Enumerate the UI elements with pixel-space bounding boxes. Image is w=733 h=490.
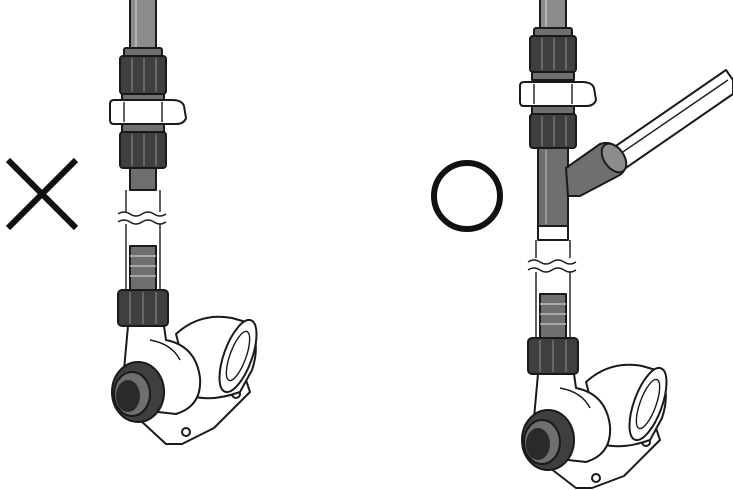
pump-icon	[521, 337, 668, 489]
incorrect-setup	[5, 0, 258, 445]
upper-pipe	[129, 0, 157, 57]
pump-icon	[111, 289, 258, 445]
circle-mark-icon	[431, 160, 503, 232]
cross-mark-icon	[5, 157, 79, 231]
union-valve-icon	[109, 47, 187, 191]
bypass-pipe	[609, 69, 733, 173]
hose-icon	[117, 190, 167, 295]
union-valve-icon	[519, 27, 597, 149]
tee-fitting-icon	[537, 141, 628, 227]
hose-icon	[527, 225, 577, 343]
correct-setup	[431, 0, 733, 489]
